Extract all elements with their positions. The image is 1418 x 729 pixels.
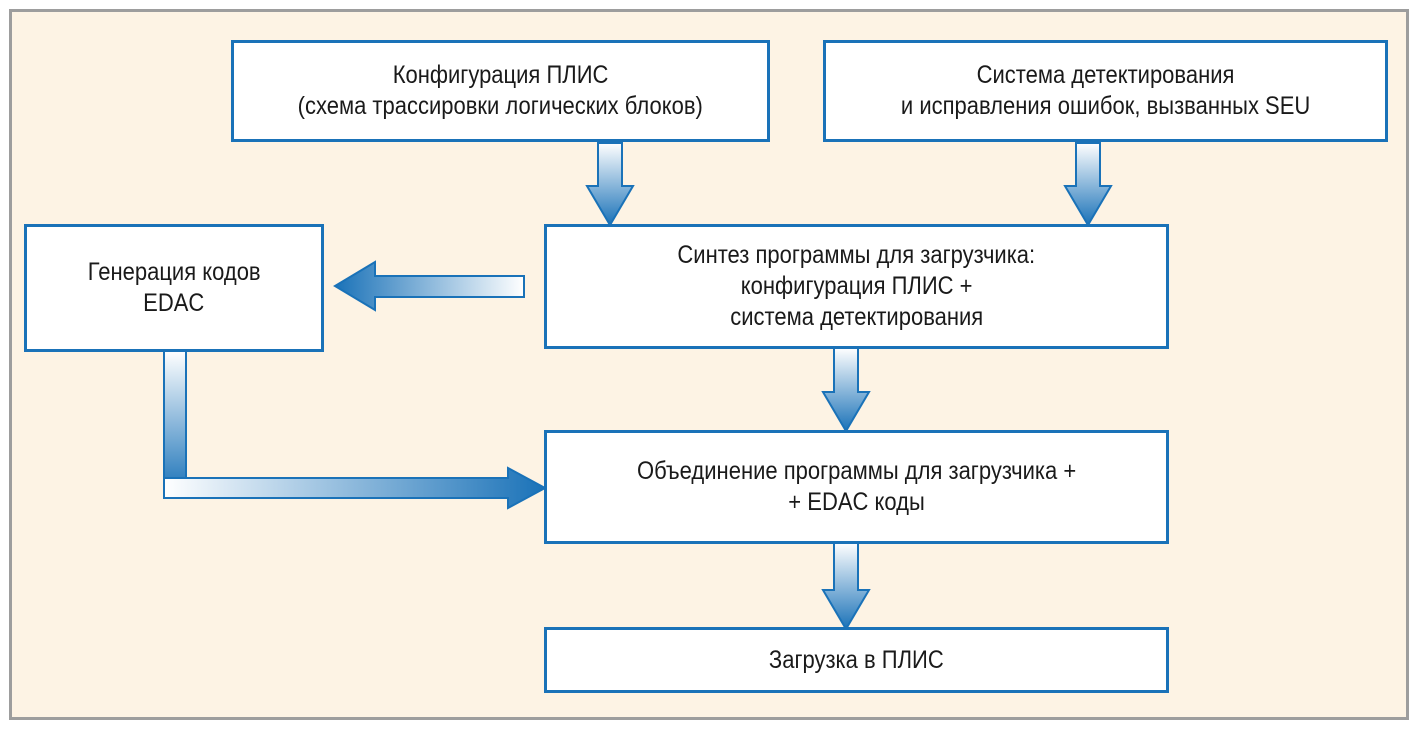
box-loader-synthesis-line1: Синтез программы для загрузчика: (677, 241, 1036, 269)
box-fpga-configuration: Конфигурация ПЛИС (схема трассировки лог… (231, 40, 770, 142)
arrow-edac-to-merge-vertical (163, 350, 187, 495)
arrow-synthesis-to-merge (821, 347, 871, 433)
box-merge-line1: Объединение программы для загрузчика + (636, 457, 1077, 485)
box-edac-generation-line1: Генерация кодов (87, 258, 261, 286)
arrow-synthesis-to-edac (333, 260, 525, 312)
box-load-fpga: Загрузка в ПЛИС (544, 627, 1169, 693)
arrow-edac-to-merge-horizontal (163, 466, 548, 510)
box-edac-generation: Генерация кодов EDAC (24, 224, 324, 352)
box-merge: Объединение программы для загрузчика + +… (544, 430, 1169, 544)
box-seu-detection-line2: и исправления ошибок, вызванных SEU (900, 92, 1311, 120)
box-fpga-configuration-line1: Конфигурация ПЛИС (392, 61, 609, 89)
arrow-seu-to-synthesis (1063, 142, 1113, 227)
box-loader-synthesis-line2: конфигурация ПЛИС + (740, 272, 973, 300)
arrow-config-to-synthesis (585, 142, 635, 227)
arrow-merge-to-load (821, 542, 871, 631)
box-load-fpga-line1: Загрузка в ПЛИС (769, 645, 944, 674)
box-seu-detection-line1: Система детектирования (976, 61, 1235, 89)
box-merge-line2: + EDAC коды (788, 488, 925, 516)
box-loader-synthesis: Синтез программы для загрузчика: конфигу… (544, 224, 1169, 349)
box-loader-synthesis-line3: система детектирования (730, 303, 983, 331)
box-fpga-configuration-line2: (схема трассировки логических блоков) (297, 92, 704, 120)
box-seu-detection: Система детектирования и исправления оши… (823, 40, 1388, 142)
box-edac-generation-line2: EDAC (143, 289, 205, 317)
